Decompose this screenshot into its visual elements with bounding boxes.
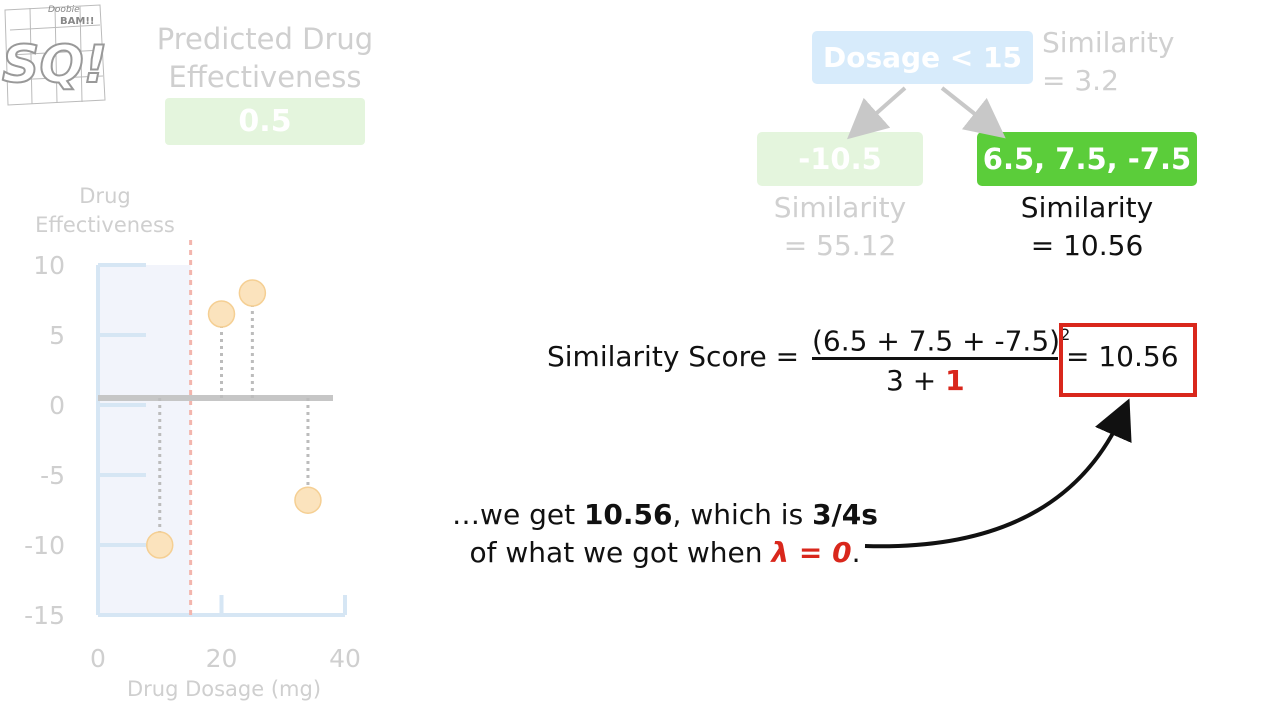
predicted-title-line1: Predicted Drug xyxy=(156,22,374,56)
explanation-lambda: λ = 0 xyxy=(771,536,852,569)
left-leaf-similarity: Similarity = 55.12 xyxy=(740,189,940,265)
logo-small-text-top: Doobie xyxy=(48,5,80,15)
dosage-effectiveness-chart: Drug Effectiveness Drug Dosage (mg) 10 5 0… xyxy=(24,184,361,701)
root-similarity: Similarity = 3.2 xyxy=(1042,24,1174,100)
x-tick-label: 20 xyxy=(206,644,238,673)
predicted-title-line2: Effectiveness xyxy=(168,60,362,94)
explanation-bold-value: 10.56 xyxy=(583,498,673,531)
tree-root-node: Dosage < 15 xyxy=(812,31,1033,84)
explanation-part4: . xyxy=(851,536,861,569)
y-tick-label: 10 xyxy=(33,251,65,280)
data-point xyxy=(146,531,174,559)
data-point xyxy=(238,279,267,307)
similarity-score-label: Similarity Score = xyxy=(547,340,800,373)
right-similarity-label: Similarity xyxy=(1020,191,1154,224)
explanation-arrow xyxy=(864,398,1132,549)
left-similarity-value: = 55.12 xyxy=(783,229,897,262)
numerator-sum: (6.5 + 7.5 + -7.5) xyxy=(812,324,1061,358)
tree-right-arrow xyxy=(940,86,1006,139)
explanation-part3: of what we got when xyxy=(469,536,772,569)
denominator-prefix: 3 + xyxy=(886,364,946,397)
lambda-value: 1 xyxy=(945,364,965,397)
right-leaf-similarity: Similarity = 10.56 xyxy=(987,189,1187,265)
statquest-logo: Doobie BAM!! SQ! xyxy=(1,4,108,106)
tree-left-leaf: -10.5 xyxy=(757,132,923,186)
result-highlight-box xyxy=(1059,323,1197,397)
right-similarity-value: = 10.56 xyxy=(1030,229,1144,262)
root-similarity-value: = 3.2 xyxy=(1042,64,1119,97)
y-tick-label: 0 xyxy=(49,391,65,420)
left-region-shade xyxy=(98,265,191,615)
tree-right-leaf: 6.5, 7.5, -7.5 xyxy=(977,132,1197,186)
y-tick-label: 5 xyxy=(49,321,65,350)
formula-result: = 10.56 xyxy=(1066,340,1179,373)
tree-left-arrow xyxy=(847,86,907,140)
data-point xyxy=(294,486,322,514)
left-similarity-label: Similarity xyxy=(773,191,907,224)
y-axis-label-line2: Effectiveness xyxy=(35,213,175,237)
y-tick-label: -5 xyxy=(40,461,65,490)
explanation-part1: …we get xyxy=(452,498,584,531)
data-point xyxy=(207,300,236,328)
explanation-line2: of what we got when λ = 0. xyxy=(440,534,890,572)
predicted-effectiveness-value: 0.5 xyxy=(165,98,365,145)
y-tick-label: -10 xyxy=(24,531,65,560)
explanation-part2: , which is xyxy=(672,498,813,531)
explanation-text: …we get 10.56, which is 3/4s of what we … xyxy=(440,496,890,572)
x-tick-label: 0 xyxy=(90,644,106,673)
explanation-line1: …we get 10.56, which is 3/4s xyxy=(440,496,890,534)
y-tick-label: -15 xyxy=(24,601,65,630)
fraction-bar xyxy=(812,357,1058,360)
explanation-bold-fraction: 3/4s xyxy=(812,498,878,531)
root-similarity-label: Similarity xyxy=(1042,26,1175,59)
numerator-exponent: 2 xyxy=(1060,325,1071,344)
x-tick-label: 40 xyxy=(329,644,361,673)
formula-denominator: 3 + 1 xyxy=(886,362,965,400)
logo-large-text: SQ! xyxy=(2,35,107,95)
predicted-effectiveness-title: Predicted Drug Effectiveness xyxy=(150,20,380,96)
y-axis-label-line1: Drug xyxy=(79,184,130,208)
x-axis-label: Drug Dosage (mg) xyxy=(127,677,321,701)
formula-numerator: (6.5 + 7.5 + -7.5)2 xyxy=(812,316,1070,360)
logo-small-text-bottom: BAM!! xyxy=(60,16,94,27)
